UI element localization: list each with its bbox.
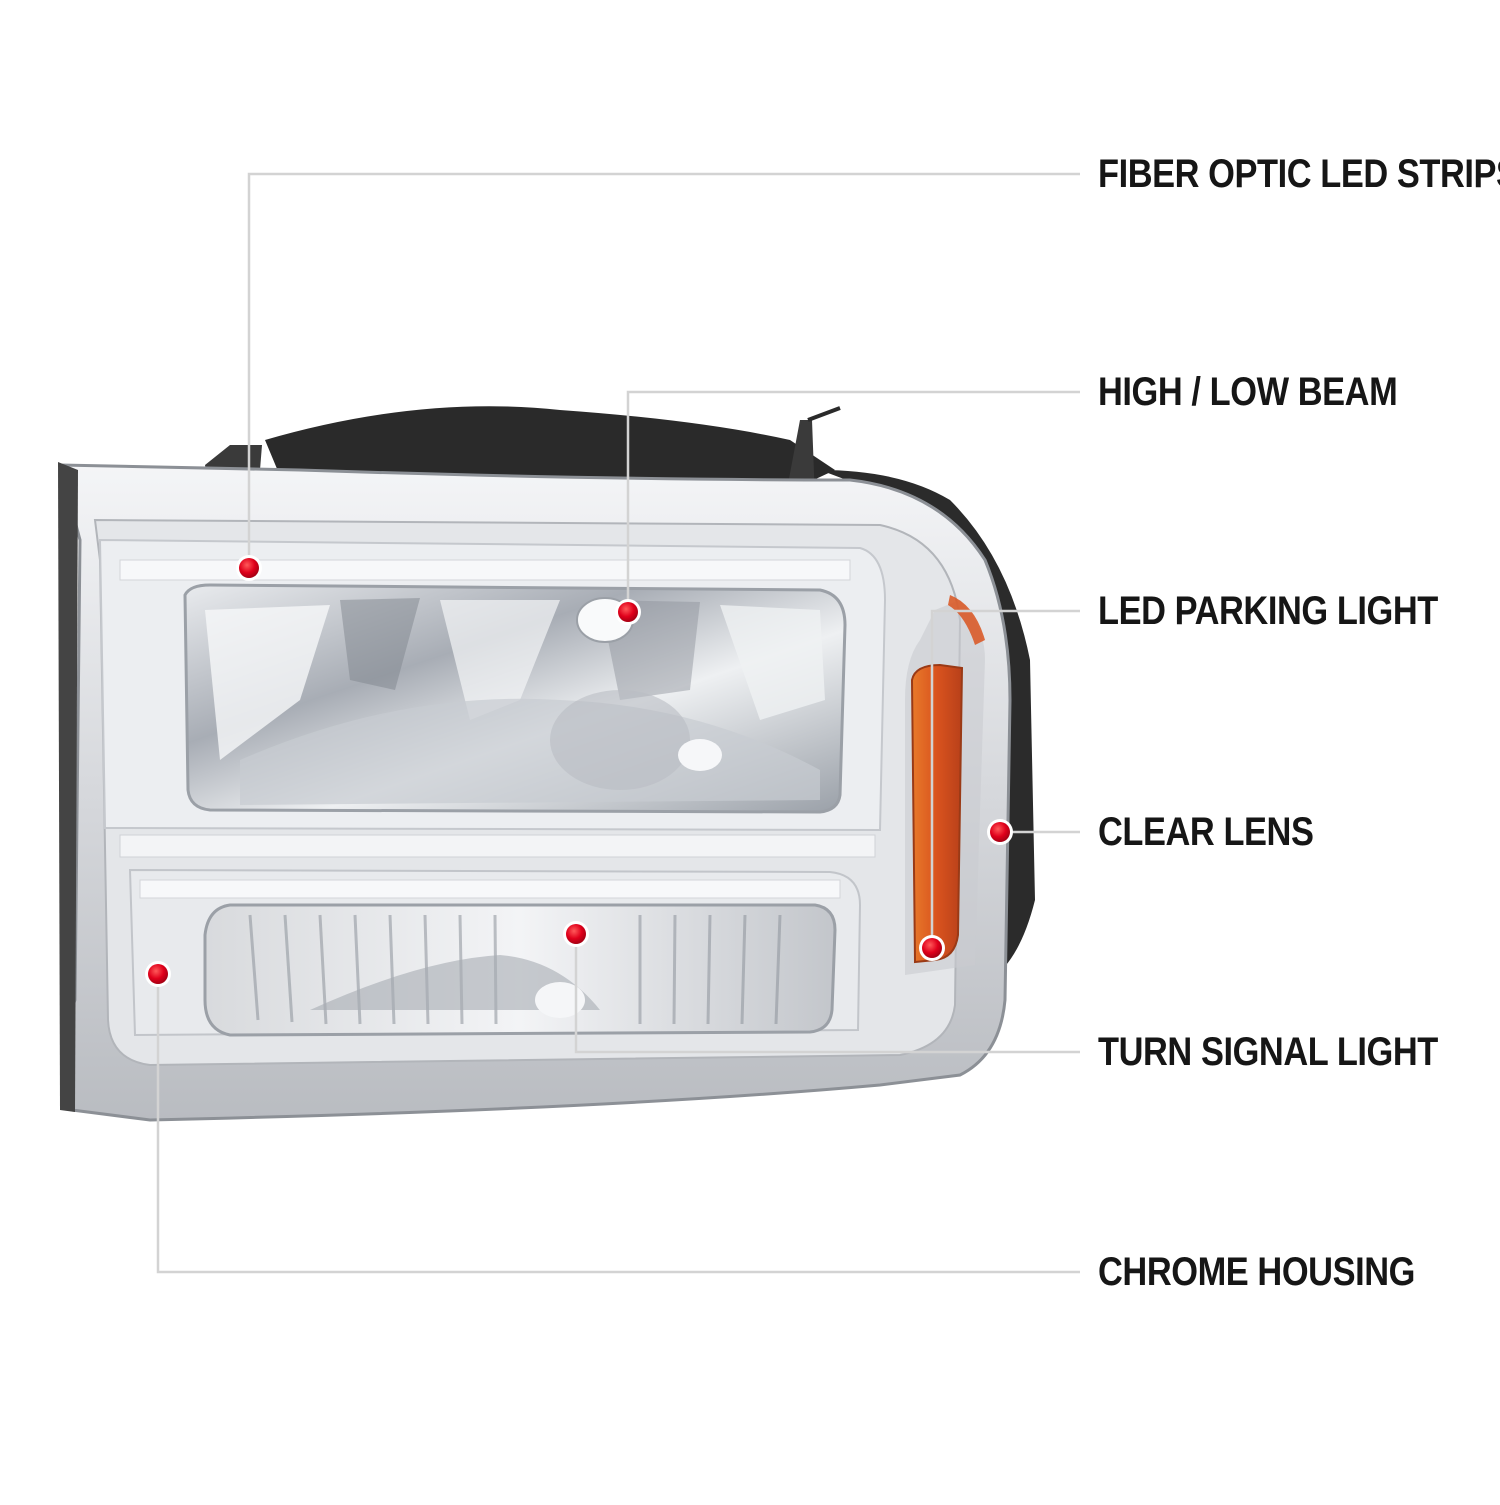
marker-dot-lens — [987, 819, 1013, 845]
leader-line-fiber — [247, 172, 1080, 568]
leader-line-parking — [930, 609, 1080, 948]
marker-dot-beam — [615, 599, 641, 625]
leader-line-housing — [156, 974, 1080, 1274]
label-clear-lens: CLEAR LENS — [1098, 810, 1314, 854]
marker-dot-turn — [563, 921, 589, 947]
marker-dot-parking — [919, 935, 945, 961]
leader-lines — [156, 172, 1080, 1274]
high-low-beam-chamber — [98, 538, 887, 858]
label-led-parking-light: LED PARKING LIGHT — [1098, 589, 1438, 633]
marker-dots — [145, 555, 1013, 987]
turn-signal-chamber — [128, 868, 862, 1037]
leader-line-turn — [574, 934, 1080, 1054]
label-high-low-beam: HIGH / LOW BEAM — [1098, 370, 1398, 414]
marker-dot-fiber — [236, 555, 262, 581]
amber-reflector — [905, 595, 985, 975]
leader-line-beam — [626, 390, 1080, 612]
label-turn-signal-light: TURN SIGNAL LIGHT — [1098, 1030, 1438, 1074]
marker-dot-housing — [145, 961, 171, 987]
label-chrome-housing: CHROME HOUSING — [1098, 1250, 1415, 1294]
label-fiber-optic-led-strips: FIBER OPTIC LED STRIPS — [1098, 152, 1500, 196]
